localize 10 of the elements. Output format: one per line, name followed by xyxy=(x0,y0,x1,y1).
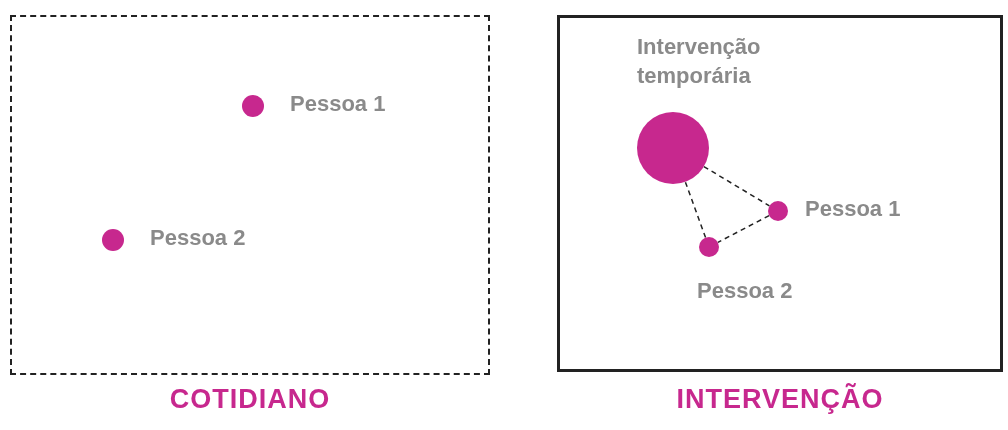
dashed-connector xyxy=(703,165,771,207)
person-label: Pessoa 2 xyxy=(697,277,793,305)
intervention-label: Intervenção temporária xyxy=(637,33,762,90)
panel-title: COTIDIANO xyxy=(168,384,332,415)
dashed-connector xyxy=(684,181,707,239)
person-label: Pessoa 1 xyxy=(290,90,386,118)
person-label: Pessoa 1 xyxy=(805,195,901,223)
person-label: Pessoa 2 xyxy=(150,224,246,252)
dashed-connector xyxy=(717,214,770,244)
panel-title: INTERVENÇÃO xyxy=(675,384,885,415)
